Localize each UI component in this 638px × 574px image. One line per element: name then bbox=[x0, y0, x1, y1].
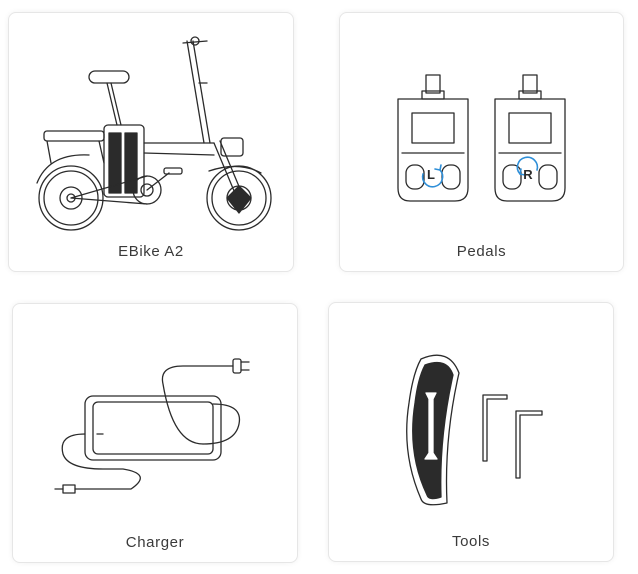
charger-card[interactable]: Charger bbox=[12, 303, 298, 563]
left-pedal-mark: L bbox=[427, 167, 435, 182]
left-pedal-icon bbox=[397, 74, 469, 202]
tools-illustration bbox=[406, 354, 543, 506]
item-label-ebike: EBike A2 bbox=[118, 243, 184, 260]
charger-illustration bbox=[54, 358, 250, 494]
ebike-illustration bbox=[36, 36, 272, 231]
item-label-tools: Tools bbox=[451, 533, 491, 550]
item-label-pedals: Pedals bbox=[456, 243, 507, 260]
item-label-charger: Charger bbox=[125, 534, 185, 551]
right-pedal-icon bbox=[494, 74, 566, 202]
pedals-card[interactable]: L R Pedals bbox=[339, 12, 624, 272]
ebike-card[interactable]: EBike A2 bbox=[8, 12, 294, 272]
tools-card[interactable]: Tools bbox=[328, 302, 614, 562]
pedals-illustration bbox=[397, 74, 566, 202]
right-pedal-mark: R bbox=[523, 167, 533, 182]
